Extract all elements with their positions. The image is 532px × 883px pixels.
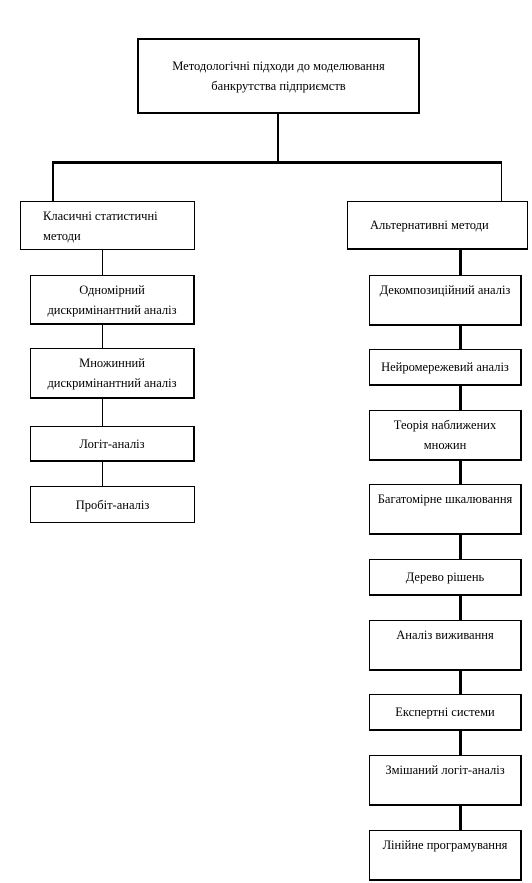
alternative-item-7: Експертні системи <box>369 694 522 731</box>
classic-label: Класичні статистичні методи <box>43 208 158 243</box>
classic-item-label: Пробіт-аналіз <box>75 497 150 512</box>
alternative-item-4: Багатомірне шкалювання <box>369 484 522 535</box>
alternative-item-label: Теорія наближених множин <box>393 418 497 452</box>
root-node: Методологічні підходи до моделювання бан… <box>137 38 420 114</box>
alternative-item-label: Аналіз виживання <box>396 628 494 642</box>
alternative-node: Альтернативні методи <box>347 201 528 250</box>
alternative-item-9: Лінійне програмування <box>369 830 522 881</box>
branch-bar <box>52 161 502 164</box>
alternative-item-8: Змішаний логіт-аналіз <box>369 755 522 806</box>
alternative-label: Альтернативні методи <box>370 218 489 232</box>
classic-item-label: Логіт-аналіз <box>79 436 145 451</box>
alternative-item-label: Нейромережевий аналіз <box>381 360 509 374</box>
left-drop <box>52 161 54 202</box>
right-drop <box>501 161 502 202</box>
classic-item-2: Множинний дискримінантний аналіз <box>30 348 195 399</box>
root-stem <box>277 113 279 162</box>
classic-item-1: Одномірний дискримінантний аналіз <box>30 275 195 325</box>
alternative-item-1: Декомпозиційний аналіз <box>369 275 522 326</box>
classic-item-label: Множинний дискримінантний аналіз <box>47 356 177 390</box>
classic-node: Класичні статистичні методи <box>20 201 195 250</box>
alternative-item-2: Нейромережевий аналіз <box>369 349 522 386</box>
classic-item-3: Логіт-аналіз <box>30 426 195 462</box>
alternative-item-6: Аналіз виживання <box>369 620 522 671</box>
alternative-item-label: Лінійне програмування <box>382 838 508 852</box>
alternative-item-label: Декомпозиційний аналіз <box>379 283 511 297</box>
alternative-item-3: Теорія наближених множин <box>369 410 522 461</box>
alternative-item-5: Дерево рішень <box>369 559 522 596</box>
alternative-item-label: Дерево рішень <box>405 570 485 584</box>
alternative-item-label: Багатомірне шкалювання <box>377 492 513 506</box>
classic-item-label: Одномірний дискримінантний аналіз <box>47 282 177 317</box>
alternative-item-label: Експертні системи <box>395 705 495 719</box>
alternative-item-label: Змішаний логіт-аналіз <box>385 763 505 777</box>
classic-item-4: Пробіт-аналіз <box>30 486 195 523</box>
alternative-stem <box>459 249 462 859</box>
root-label: Методологічні підходи до моделювання бан… <box>172 59 385 93</box>
